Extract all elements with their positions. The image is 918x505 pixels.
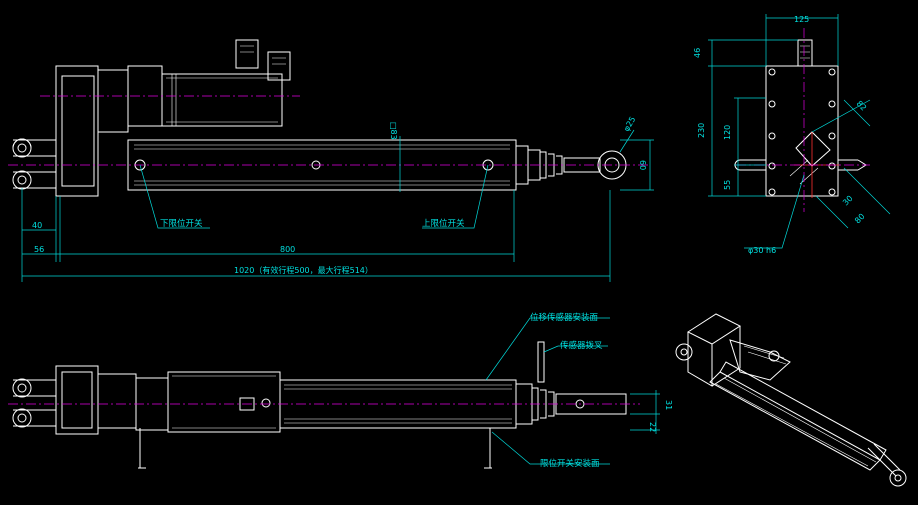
- bottom-rear-clevis: [12, 378, 56, 428]
- side-housing: [765, 65, 839, 197]
- label-limit-switch-mount-face: 限位开关安装面: [540, 458, 600, 469]
- label-lower-limit-switch: 下限位开关: [160, 218, 203, 229]
- dim-55: 55: [723, 180, 732, 190]
- rear-clevis: [12, 138, 56, 190]
- dim-60: 60: [638, 160, 647, 170]
- dim-125: 125: [794, 15, 809, 24]
- dim-230: 230: [697, 123, 706, 138]
- dim-82: 82: [855, 99, 869, 113]
- isometric-view: [675, 313, 907, 487]
- dim-56: 56: [34, 245, 44, 254]
- dim-25: φ25: [622, 115, 638, 133]
- label-sensor-mount-face: 位移传感器安装面: [530, 312, 599, 323]
- front-view: 40 56 800 1020（有效行程500，最大行程514） □83 60 φ…: [8, 39, 654, 282]
- label-sensor-fork: 传感器拨叉: [560, 340, 603, 351]
- dim-120: 120: [723, 125, 732, 140]
- dim-31: 31: [664, 400, 673, 410]
- dim-80: 80: [853, 212, 867, 226]
- bottom-view: 位移传感器安装面 传感器拨叉 限位开关安装面 31 22: [8, 312, 673, 469]
- dim-22: 22: [648, 422, 657, 432]
- dim-83: □83: [389, 122, 398, 140]
- motor: [127, 39, 291, 127]
- dim-800: 800: [280, 245, 295, 254]
- dim-phi30-h6: φ30 h6: [748, 246, 776, 255]
- dim-40: 40: [32, 221, 42, 230]
- dim-30: 30: [841, 194, 855, 208]
- label-upper-limit-switch: 上限位开关: [422, 218, 465, 229]
- side-view: 125 46 230 120 55 82 30 80 φ30 h6: [693, 14, 891, 255]
- dim-1020: 1020（有效行程500，最大行程514）: [234, 265, 373, 275]
- dim-46: 46: [693, 48, 702, 58]
